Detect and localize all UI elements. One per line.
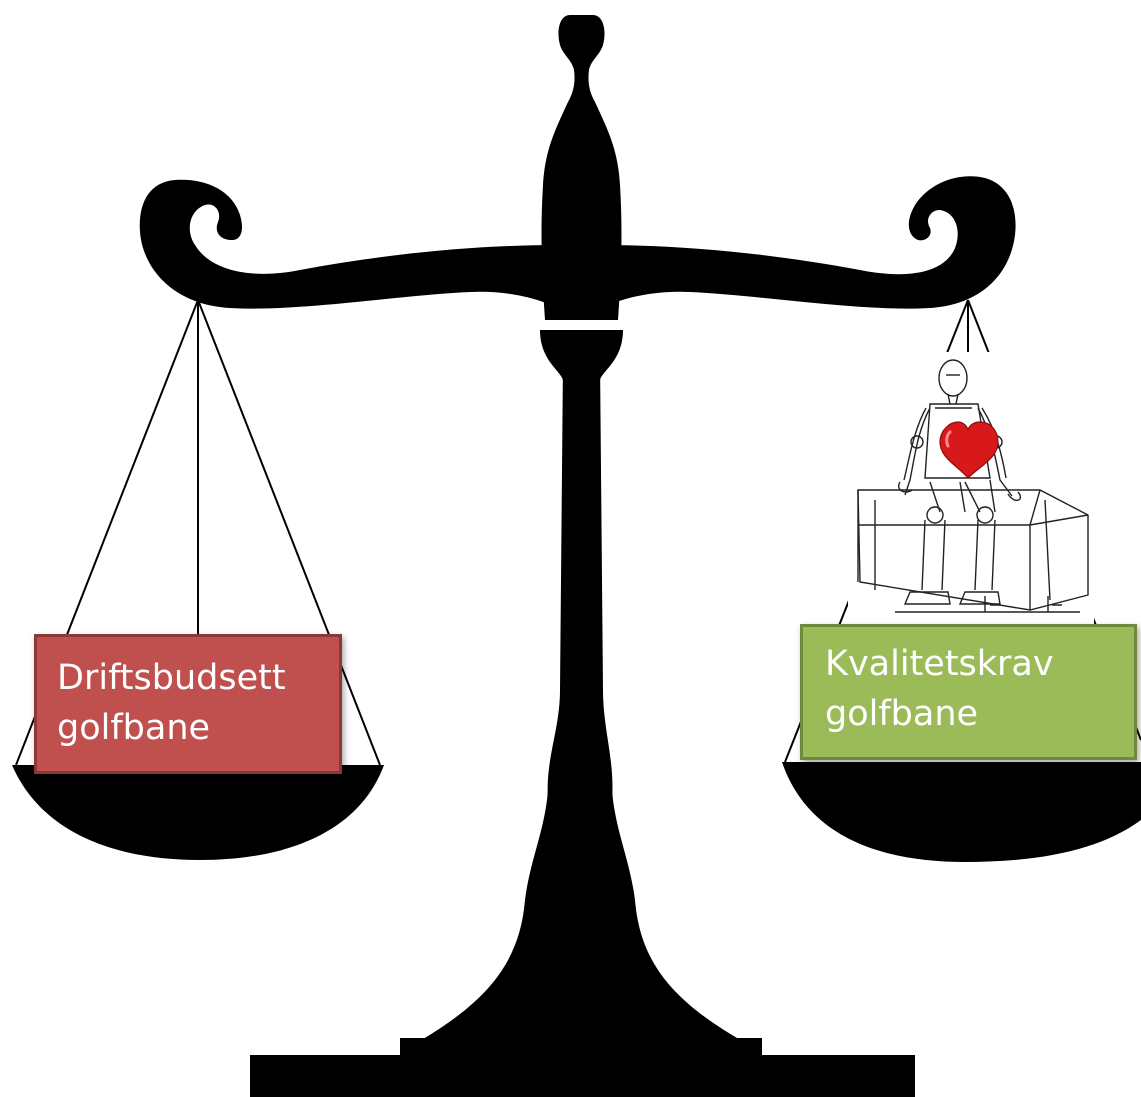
right-pan-label: Kvalitetskrav golfbane: [800, 624, 1137, 760]
heart-icon: [939, 421, 999, 479]
left-pan-label: Driftsbudsett golfbane: [34, 634, 342, 774]
right-pan-label-line2: golfbane: [825, 694, 979, 734]
scale-beam: [139, 176, 1016, 310]
scale-column: [540, 330, 623, 800]
left-pan-label-line1: Driftsbudsett: [57, 658, 286, 698]
left-pan-label-line2: golfbane: [57, 708, 211, 748]
scale-finial: [541, 15, 622, 320]
right-pan-dish: [782, 762, 1141, 862]
seated-mannequin-with-heart-icon: [848, 352, 1094, 624]
right-pan-label-line1: Kvalitetskrav: [825, 644, 1054, 684]
scale-base: [250, 790, 915, 1097]
left-pan-dish: [12, 765, 384, 860]
